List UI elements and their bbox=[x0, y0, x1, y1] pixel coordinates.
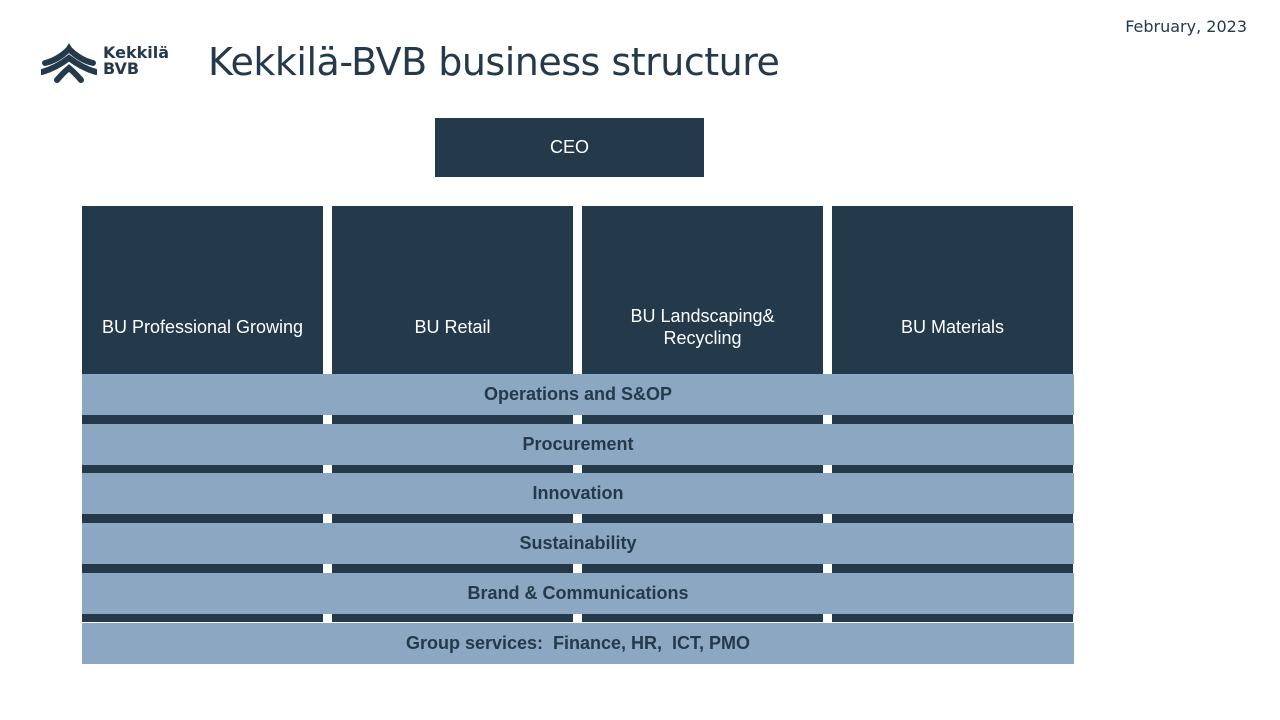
function-innovation: Innovation bbox=[82, 473, 1074, 514]
function-brand-communications: Brand & Communications bbox=[82, 573, 1074, 614]
function-sustainability: Sustainability bbox=[82, 523, 1074, 564]
bu-materials: BU Materials bbox=[900, 317, 1005, 337]
logo-text-line1: Kekkilä bbox=[103, 43, 170, 62]
kekkila-bvb-logo-mark-icon bbox=[39, 43, 99, 83]
org-chart: BU Professional Growing BU Retail BU Lan… bbox=[82, 206, 1074, 664]
bu-landscaping-recycling: BU Landscaping& Recycling bbox=[630, 306, 775, 348]
ceo-box: CEO bbox=[435, 118, 704, 177]
function-operations-sop: Operations and S&OP bbox=[82, 374, 1074, 415]
bu-retail: BU Retail bbox=[414, 317, 491, 337]
logo-text: Kekkilä BVB bbox=[103, 45, 169, 77]
logo-text-line2: BVB bbox=[103, 59, 140, 78]
function-group-services: Group services: Finance, HR, ICT, PMO bbox=[82, 623, 1074, 664]
logo: Kekkilä BVB bbox=[39, 41, 171, 83]
date-label: February, 2023 bbox=[1125, 17, 1247, 36]
function-procurement: Procurement bbox=[82, 424, 1074, 465]
bu-professional-growing: BU Professional Growing bbox=[101, 317, 304, 337]
page-title: Kekkilä-BVB business structure bbox=[208, 40, 780, 84]
